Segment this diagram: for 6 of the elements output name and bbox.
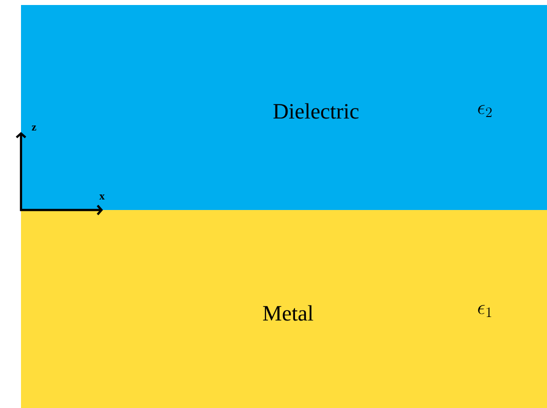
permittivity-symbol: $\epsilon_2$ — [478, 105, 492, 117]
axis-label: x — [99, 194, 105, 200]
axis-label: z — [32, 125, 36, 130]
permittivity-symbol: $\epsilon_1$ — [478, 305, 492, 317]
material-name: Dielectric — [273, 103, 359, 119]
material-name: Metal — [263, 305, 314, 321]
